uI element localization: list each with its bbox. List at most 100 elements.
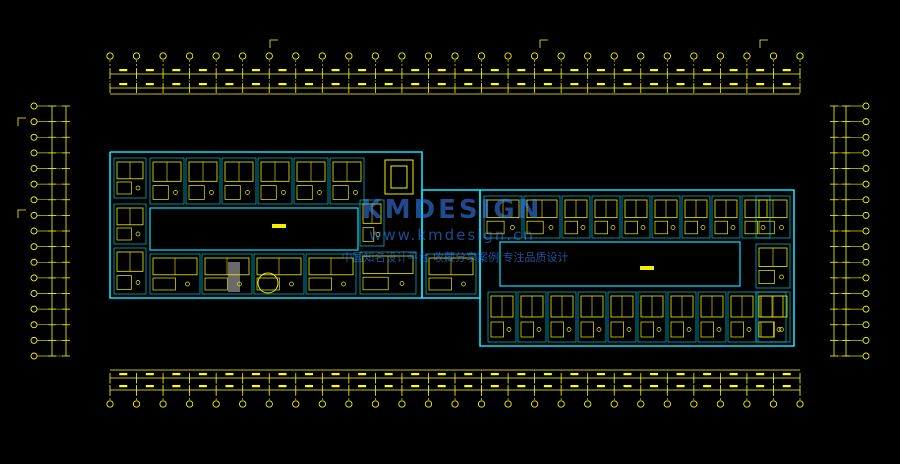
elevator-core-inner xyxy=(390,165,408,189)
dimension-value-mark xyxy=(331,83,340,86)
axis-bubble xyxy=(557,400,565,408)
bathroom xyxy=(610,321,624,338)
dimension-value-mark xyxy=(756,373,765,376)
axis-bubble xyxy=(477,52,486,60)
guest-room xyxy=(201,253,253,295)
axis-bubble xyxy=(796,400,804,408)
axis-bubble xyxy=(743,400,751,408)
dimension-value-mark xyxy=(145,373,154,376)
guest-room xyxy=(113,247,147,295)
axis-bubble xyxy=(345,400,353,408)
fixture xyxy=(596,327,602,332)
dimension-value-mark xyxy=(198,385,207,388)
fixture xyxy=(135,231,141,237)
dimension-value-mark xyxy=(464,385,473,388)
dimension-value-mark xyxy=(596,69,605,72)
dimension-value-mark xyxy=(570,69,579,72)
bathroom xyxy=(526,220,544,235)
axis-bubble xyxy=(451,400,459,408)
fixture xyxy=(640,225,646,230)
bathroom xyxy=(490,321,504,338)
dimension-value-mark xyxy=(411,373,420,376)
dimension-value-mark xyxy=(729,83,738,86)
axis-bubble xyxy=(663,400,671,408)
dimension-value-mark xyxy=(145,385,154,388)
dimension-value-mark xyxy=(384,385,393,388)
axis-bubble xyxy=(584,52,592,60)
dimension-value-mark xyxy=(225,373,234,376)
dimension-value-mark xyxy=(782,373,791,376)
dimension-value-mark xyxy=(756,69,765,72)
fixture xyxy=(173,190,178,195)
dimension-value-mark xyxy=(437,83,446,86)
axis-bubble xyxy=(690,400,698,408)
dimension-value-mark xyxy=(676,385,685,388)
bathroom xyxy=(758,270,775,284)
dimension-value-mark xyxy=(543,373,552,376)
fixture xyxy=(461,281,466,287)
fixture xyxy=(730,225,736,230)
dimension-value-mark xyxy=(278,69,287,72)
dimension-value-mark xyxy=(623,385,632,388)
dimension-value-mark xyxy=(782,385,791,388)
section-marker xyxy=(539,39,548,48)
dimension-value-mark xyxy=(305,83,314,86)
guest-room xyxy=(425,253,477,295)
dimension-lines xyxy=(17,39,870,408)
fixture xyxy=(656,327,662,332)
fixture xyxy=(135,280,141,285)
bathroom xyxy=(700,321,714,338)
bathroom xyxy=(152,185,169,200)
fixture xyxy=(237,281,242,287)
guest-room xyxy=(487,291,517,343)
guest-room xyxy=(637,291,667,343)
guest-room xyxy=(517,291,547,343)
dimension-value-mark xyxy=(490,373,499,376)
axis-bubble xyxy=(557,52,565,60)
axis-bubble xyxy=(371,52,379,60)
axis-bubble xyxy=(239,52,247,60)
watermark-brand: KMDESIGN xyxy=(362,195,543,225)
dimension-value-mark xyxy=(119,385,128,388)
floor-plan-walls xyxy=(109,151,795,347)
axis-bubble xyxy=(292,52,300,60)
bathroom xyxy=(550,321,564,338)
dimension-value-mark xyxy=(198,83,207,86)
guest-room xyxy=(113,157,147,199)
elevator-core xyxy=(384,159,414,195)
axis-bubble xyxy=(318,52,326,60)
guest-room xyxy=(257,157,293,205)
dimension-value-mark xyxy=(437,385,446,388)
fixture xyxy=(510,225,515,230)
bathroom xyxy=(744,220,758,235)
fixture xyxy=(209,190,214,195)
axis-bubble xyxy=(424,400,433,408)
axis-bubble xyxy=(637,52,645,60)
dimension-value-mark xyxy=(278,385,287,388)
guest-room xyxy=(681,195,711,239)
dimension-value-mark xyxy=(703,373,712,376)
dimension-value-mark xyxy=(703,83,712,86)
axis-bubble xyxy=(637,400,645,408)
axis-bubble xyxy=(477,400,486,408)
dimension-value-mark xyxy=(172,83,181,86)
fixture xyxy=(341,281,346,287)
round-table xyxy=(257,272,279,294)
axis-bubble xyxy=(584,400,592,408)
dimension-value-mark xyxy=(543,69,552,72)
axis-bubble xyxy=(212,400,220,408)
lobby-feature xyxy=(228,262,240,292)
bathroom xyxy=(116,227,132,241)
fixture xyxy=(700,225,706,230)
dimension-value-mark xyxy=(623,373,632,376)
dimension-value-mark xyxy=(225,69,234,72)
axis-bubble xyxy=(716,400,724,408)
section-marker xyxy=(17,209,26,218)
dimension-value-mark xyxy=(729,373,738,376)
dimension-value-mark xyxy=(756,385,765,388)
fixture xyxy=(776,327,782,332)
corridor-label-mark xyxy=(640,266,654,270)
bathroom xyxy=(308,277,332,291)
axis-bubble xyxy=(743,52,751,60)
fixture xyxy=(670,225,676,230)
